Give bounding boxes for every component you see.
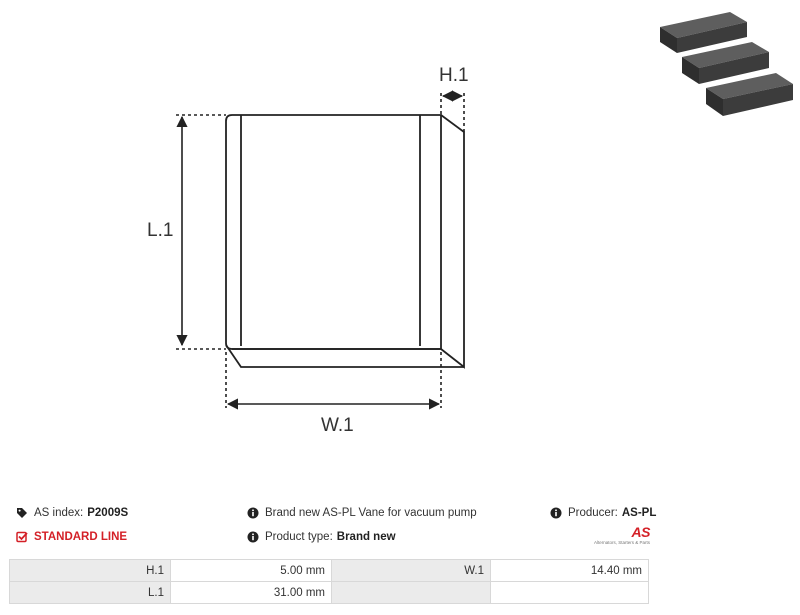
product-type-value: Brand new [336,531,396,543]
product-type-row: Product type: Brand new [247,531,396,543]
param-value: 5.00 mm [170,559,332,582]
vane-outline [225,114,465,369]
parameters-table: H.1 5.00 mm W.1 14.40 mm L.1 31.00 mm [9,559,649,604]
w1-label: W.1 [321,415,354,436]
as-index-value: P2009S [87,507,129,519]
param-name: L.1 [9,581,171,604]
checkbox-checked-icon [16,531,28,543]
description-text: Brand new AS-PL Vane for vacuum pump [265,507,477,519]
as-pl-logo: AS Alternators, Starters & Parts [588,524,651,552]
info-icon [247,531,259,543]
info-icon [247,507,259,519]
technical-drawing: L.1 W.1 H.1 [147,12,793,436]
producer-label: Producer: [568,507,618,519]
as-index-row: AS index: P2009S [16,507,128,519]
info-icon [550,507,562,519]
param-value-empty [490,581,649,604]
param-name: W.1 [331,559,491,582]
dimension-lines [176,90,465,410]
param-value: 14.40 mm [490,559,649,582]
param-name-empty [331,581,491,604]
h1-label: H.1 [439,65,469,86]
product-type-label: Product type: [265,531,333,543]
producer-row: Producer: AS-PL [550,507,656,519]
description-row: Brand new AS-PL Vane for vacuum pump [247,507,477,519]
logo-tagline: Alternators, Starters & Parts [593,540,650,545]
l1-label: L.1 [147,220,173,241]
param-name: H.1 [9,559,171,582]
carbon-brushes-image [660,12,793,116]
standard-line-label: STANDARD LINE [34,531,128,543]
tag-icon [17,508,27,518]
as-index-label: AS index: [34,507,84,519]
table-row: H.1 5.00 mm W.1 14.40 mm [9,559,649,582]
producer-value: AS-PL [621,507,657,519]
logo-mark: AS [631,524,651,540]
table-row: L.1 31.00 mm [9,581,649,604]
param-value: 31.00 mm [170,581,332,604]
standard-line-row: STANDARD LINE [16,531,127,543]
